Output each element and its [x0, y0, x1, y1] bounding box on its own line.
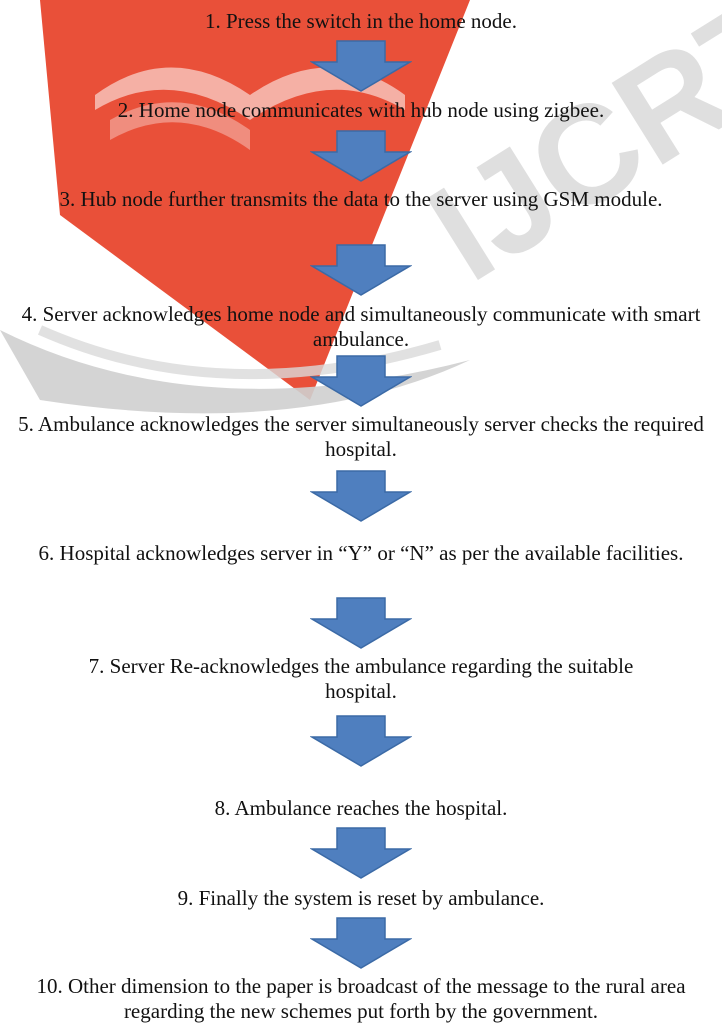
step-10: 10. Other dimension to the paper is broa…	[36, 974, 686, 1023]
down-arrow-icon	[310, 130, 412, 182]
step-9: 9. Finally the system is reset by ambula…	[177, 886, 545, 910]
step-4: 4. Server acknowledges home node and sim…	[21, 302, 701, 351]
down-arrow-icon	[310, 597, 412, 649]
step-5: 5. Ambulance acknowledges the server sim…	[18, 412, 704, 461]
step-8: 8. Ambulance reaches the hospital.	[214, 796, 508, 820]
down-arrow-icon	[310, 715, 412, 767]
down-arrow-icon	[310, 40, 412, 92]
down-arrow-icon	[310, 470, 412, 522]
step-1: 1. Press the switch in the home node.	[204, 9, 518, 33]
down-arrow-icon	[310, 244, 412, 296]
step-6: 6. Hospital acknowledges server in “Y” o…	[38, 541, 684, 565]
watermark-triangle	[40, 0, 470, 400]
down-arrow-icon	[310, 355, 412, 407]
step-2: 2. Home node communicates with hub node …	[117, 98, 605, 122]
down-arrow-icon	[310, 827, 412, 879]
watermark-book-icon	[95, 67, 405, 120]
down-arrow-icon	[310, 917, 412, 969]
step-3: 3. Hub node further transmits the data t…	[59, 187, 663, 211]
step-7: 7. Server Re-acknowledges the ambulance …	[88, 654, 634, 703]
